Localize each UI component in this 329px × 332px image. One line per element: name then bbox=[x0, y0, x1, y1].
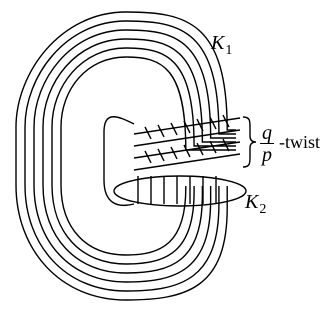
k1-label: K1 bbox=[211, 33, 232, 58]
twist-crossing-mark bbox=[209, 140, 217, 154]
twist-suffix: -twist bbox=[279, 132, 321, 152]
twist-brace bbox=[242, 116, 257, 168]
twist-band-edge bbox=[133, 153, 241, 171]
k1-strand bbox=[42, 38, 236, 274]
k1-parallel-strands bbox=[15, 11, 236, 301]
k1-strand bbox=[15, 11, 236, 301]
twist-crossing-mark bbox=[196, 142, 204, 156]
twist-crossing-mark bbox=[157, 124, 165, 138]
k2-loop bbox=[113, 175, 247, 207]
twist-region bbox=[133, 114, 241, 171]
twist-crossing-mark bbox=[183, 120, 191, 134]
k2-label-subscript: 2 bbox=[259, 202, 267, 217]
k1-strand bbox=[60, 56, 236, 256]
fraction-bar bbox=[260, 143, 274, 144]
twist-crossing-mark bbox=[209, 116, 217, 130]
twist-crossing-mark bbox=[222, 138, 230, 152]
twist-crossing-mark bbox=[170, 122, 178, 136]
twist-crossing-mark bbox=[183, 144, 191, 158]
twist-denominator: p bbox=[262, 144, 272, 166]
k1-label-subscript: 1 bbox=[225, 43, 233, 58]
twist-fraction: q p bbox=[260, 123, 274, 165]
twist-band-edge bbox=[133, 129, 241, 147]
k1-inner-cap bbox=[103, 116, 135, 207]
k1-label-letter: K bbox=[211, 32, 225, 54]
k1-strand bbox=[51, 47, 236, 265]
twist-crossing-mark bbox=[222, 114, 230, 128]
k1-strand bbox=[24, 20, 236, 292]
twist-numerator: q bbox=[262, 122, 272, 144]
k2-label-letter: K bbox=[245, 191, 259, 213]
twist-crossing-mark bbox=[144, 150, 152, 164]
k1-strand bbox=[33, 29, 236, 283]
twist-crossing-mark bbox=[157, 148, 165, 162]
twist-crossing-mark bbox=[170, 146, 178, 160]
k2-ellipse bbox=[113, 175, 247, 207]
twist-crossing-mark bbox=[196, 118, 204, 132]
twist-crossing-mark bbox=[144, 126, 152, 140]
k2-label: K2 bbox=[245, 192, 266, 217]
